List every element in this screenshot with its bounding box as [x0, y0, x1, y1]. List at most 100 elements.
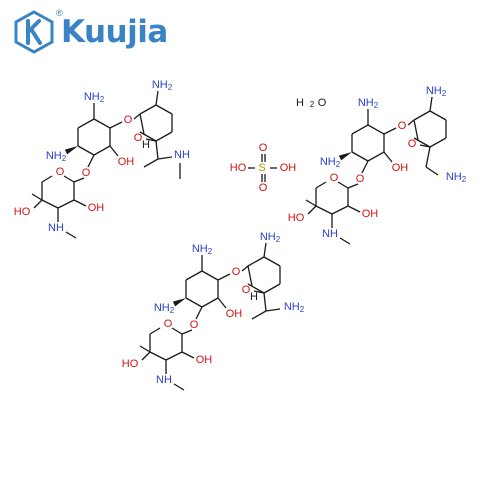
unit-right-side-chain-bond: [425, 146, 431, 168]
unit-bottom-amino-sugar: NH2: [260, 231, 281, 244]
unit-bottom-amino-chain: NH2: [284, 301, 305, 314]
unit-bottom-hydroxyl-2: OH: [196, 354, 213, 366]
unit-top-left-pyranose-bond: [57, 199, 75, 209]
unit-right-glycosidic-bond: [383, 127, 397, 135]
unit-bottom-pyranose-bond: [149, 327, 161, 335]
unit-top-left-hydroxyl-3: HO: [14, 206, 31, 218]
unit-right-pyranose-bond: [315, 181, 327, 189]
unit-bottom-amino-left: NH2: [154, 302, 175, 315]
unit-right-cyclohexane-bond: [367, 151, 385, 162]
unit-top-left-hydroxyl: OH: [118, 156, 135, 168]
unit-right-glycosidic-o1: O: [398, 120, 407, 132]
unit-bottom-amino-top: NH2: [192, 243, 213, 256]
sulfur-atom: S: [258, 162, 265, 174]
unit-top-left-pyranose-bond: [63, 175, 75, 183]
unit-top-left-cyclohexane-bond: [77, 118, 95, 129]
unit-right-ring-oxygen: O: [408, 138, 417, 150]
unit-bottom-glycosidic-bond: [217, 273, 231, 281]
unit-top-left-glycosidic-bond: [133, 113, 141, 120]
unit-top-left-side-chain-bond: [155, 140, 159, 160]
unit-top-left-hydrogen: H: [142, 139, 150, 151]
unit-right-amino-top: NH2: [358, 97, 379, 110]
unit-right-pyranose-bond: [315, 205, 333, 215]
unit-bottom-hydroxyl-bond: [217, 297, 227, 309]
unit-top-left-pyranose-bond: [139, 113, 145, 135]
unit-bottom-glycosidic-bond: [181, 329, 193, 335]
sulfate-oxygen-top: O: [259, 142, 268, 154]
registered-mark: ®: [56, 8, 63, 18]
unit-top-left-pyranose-bond: [155, 104, 173, 115]
unit-bottom-methyl-bond: [251, 310, 267, 320]
unit-right-glycosidic-bond: [361, 160, 369, 174]
unit-top-left-amino-left: NH2: [46, 150, 67, 163]
unit-right-amino-sugar: NH2: [426, 85, 447, 98]
unit-bottom-nh-garosamine: NH: [156, 374, 172, 386]
unit-right-cyclohexane-bond: [367, 124, 385, 135]
unit-top-left-methyl-bond: [65, 231, 77, 239]
unit-bottom-cyclohexane-bond: [201, 270, 219, 281]
unit-top-left-ring-oxygen-2: O: [56, 166, 65, 178]
unit-top-left-methyl-bond: [31, 193, 43, 201]
unit-bottom-glycosidic-bond: [241, 265, 249, 272]
unit-bottom-glycosidic-bond: [195, 306, 203, 320]
unit-top-left-cyclohexane-bond: [93, 118, 111, 129]
unit-bottom-glycosidic-o1: O: [232, 266, 241, 278]
unit-right-glycosidic-o2: O: [356, 173, 365, 185]
unit-bottom-hydroxyl-bond: [181, 351, 195, 359]
unit-bottom-hydroxyl-3: HO: [122, 358, 139, 370]
unit-bottom-hydrogen: H: [250, 291, 258, 303]
unit-top-left-hydroxyl-bond: [33, 199, 43, 209]
unit-right-pyranose-bond: [413, 110, 431, 121]
unit-top-left-glycosidic-bond: [87, 154, 95, 168]
unit-top-left-pyranose-bond: [155, 131, 173, 142]
unit-right-glycosidic-bond: [347, 183, 359, 189]
unit-right-amino-methyl: NH2: [446, 171, 467, 184]
unit-bottom-pyranose-bond: [165, 351, 183, 361]
unit-bottom-ring-oxygen: O: [242, 284, 251, 296]
unit-top-left-pyranose-bond: [145, 138, 157, 142]
unit-top-left-amine-wedge: [64, 146, 78, 155]
kuujia-logo: ® Kuujia: [12, 8, 168, 54]
unit-right-methyl-bond: [305, 199, 317, 207]
sulfate-hydroxyl-left: HO: [230, 162, 247, 174]
unit-bottom-pyranose-bond: [247, 283, 265, 294]
unit-bottom-amine-wedge: [172, 298, 186, 307]
unit-top-left-hydroxyl-bond: [109, 145, 119, 157]
unit-top-left-glycosidic-o1: O: [124, 114, 133, 126]
unit-bottom-hydroxyl-bond: [141, 351, 151, 361]
unit-bottom-amine-bond: [263, 242, 267, 258]
unit-right-pyranose-bond: [331, 205, 349, 215]
unit-top-left-glycosidic-bond: [109, 121, 123, 129]
unit-top-left-side-chain-bond: [157, 156, 173, 160]
unit-bottom-pyranose-bond: [263, 256, 281, 267]
unit-right-pyranose-bond: [413, 119, 419, 141]
unit-right-hydroxyl-3: HO: [288, 212, 305, 224]
unit-right-side-chain-bond: [425, 166, 439, 176]
unit-bottom-pyranose-bond: [247, 265, 253, 287]
unit-right-methyl-bond: [339, 237, 351, 245]
unit-bottom-methyl-bond: [173, 383, 185, 391]
unit-right-hydroxyl-bond: [307, 205, 317, 215]
water-h: H: [296, 97, 304, 109]
unit-top-left-pyranose-bond: [41, 175, 53, 183]
sulfate-oxygen-bottom: O: [259, 182, 268, 194]
unit-bottom-side-chain-bond: [265, 308, 281, 312]
unit-top-left-hydroxyl-bond: [73, 199, 87, 207]
kuujia-hexagon-icon: [14, 10, 54, 54]
unit-bottom-pyranose-bond: [171, 327, 183, 335]
unit-top-left-amino-sugar: NH2: [152, 79, 173, 92]
unit-bottom-side-chain-bond: [263, 292, 267, 312]
unit-bottom-pyranose-bond: [149, 351, 167, 361]
water-o: O: [318, 97, 327, 109]
unit-top-left-pyranose-bond: [139, 104, 157, 115]
unit-bottom-cyclohexane-bond: [201, 297, 219, 308]
unit-bottom-hydroxyl: OH: [226, 308, 243, 320]
unit-right-nh-garosamine: NH: [322, 228, 338, 240]
unit-top-left-cyclohexane-bond: [77, 145, 95, 156]
unit-right-hydroxyl-bond: [347, 205, 361, 213]
unit-bottom-pyranose-bond: [247, 256, 265, 267]
unit-bottom-pyranose-bond: [253, 290, 265, 294]
unit-bottom-pyranose-bond: [263, 283, 281, 294]
unit-top-left-ring-oxygen: O: [134, 132, 143, 144]
